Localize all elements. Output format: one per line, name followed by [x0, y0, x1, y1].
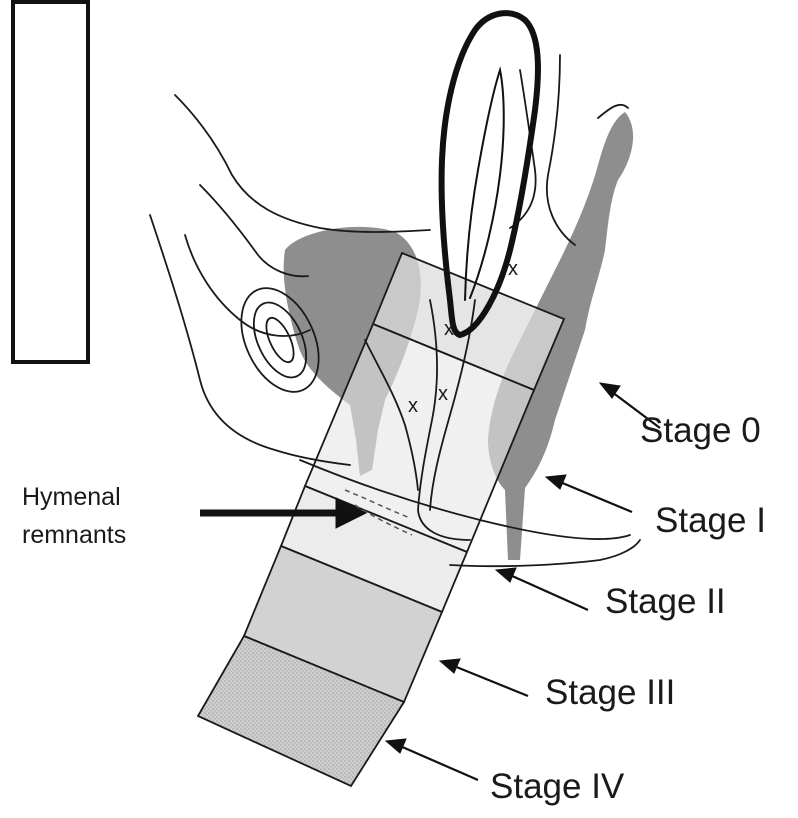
label-stage-4: Stage IV — [490, 767, 625, 806]
arrow-stage-3-head — [440, 659, 460, 673]
arrow-stage-2-head — [496, 568, 516, 582]
x-mark-2: x — [408, 395, 418, 417]
label-hymenal-line2: remnants — [22, 521, 126, 549]
arrow-stage-1 — [560, 482, 632, 512]
label-hymenal-line1: Hymenal — [22, 483, 121, 511]
abdominal-wall-line — [175, 95, 430, 232]
label-stage-0: Stage 0 — [640, 411, 761, 450]
empty-frame-box — [13, 2, 88, 362]
arrow-stage-4-head — [386, 739, 406, 753]
x-mark-3: x — [438, 383, 448, 405]
x-mark-1: x — [444, 318, 454, 340]
arrow-stage-1-head — [546, 475, 566, 489]
label-stage-3: Stage III — [545, 673, 675, 712]
arrow-stage-3 — [454, 666, 528, 696]
arrow-stage-2 — [510, 575, 588, 610]
sacral-curve — [547, 55, 575, 245]
label-stage-2: Stage II — [605, 582, 726, 621]
posterior-line — [450, 540, 640, 566]
x-mark-4: x — [508, 258, 518, 280]
arrow-stage-4 — [400, 746, 478, 780]
label-stage-1: Stage I — [655, 501, 766, 540]
